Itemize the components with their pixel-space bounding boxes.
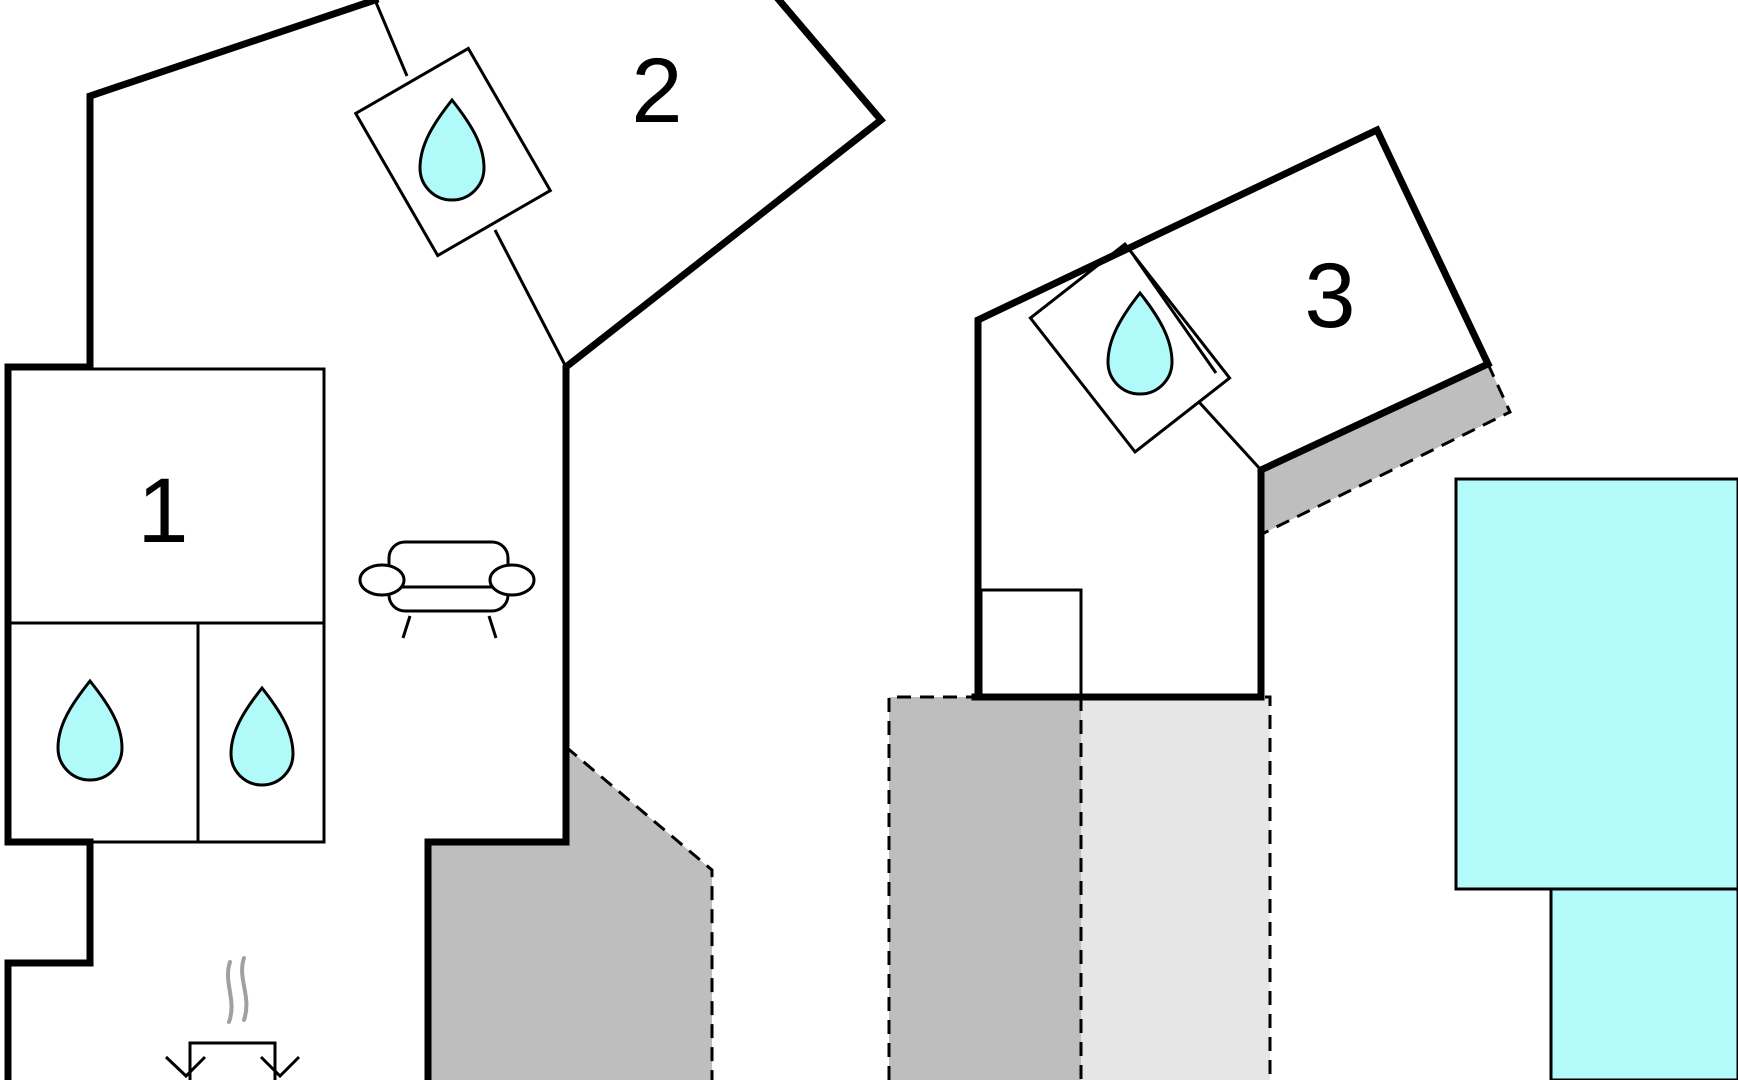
bedroom-2-wall-b xyxy=(493,229,568,368)
terraces xyxy=(428,363,1512,1080)
water-drop-icon xyxy=(229,685,295,787)
terrace-left-edge xyxy=(565,745,714,1080)
room-3-label: 3 xyxy=(1304,245,1355,347)
annex-wall-b xyxy=(1197,400,1263,472)
water-drop-icons xyxy=(56,97,1174,787)
bedroom-2-wall-a xyxy=(373,0,409,77)
room-2-label: 2 xyxy=(631,40,682,142)
terrace-center-edge xyxy=(887,695,1272,1080)
room-1-label: 1 xyxy=(137,460,188,562)
bathroom-1b xyxy=(196,621,326,844)
terrace-right-edge xyxy=(1263,363,1512,535)
sofa-icon xyxy=(358,540,536,639)
pool-upper xyxy=(1454,477,1738,891)
annex-outer-wall xyxy=(971,125,1493,701)
bathroom-3 xyxy=(1028,241,1232,455)
terrace-right xyxy=(1261,364,1510,533)
water-drop-icon xyxy=(56,678,124,782)
pool xyxy=(1454,477,1738,1080)
terrace-center-dark xyxy=(889,697,1081,1080)
terrace-center-light xyxy=(1081,697,1270,1080)
stove-icon xyxy=(164,956,301,1080)
house-main: 1 2 xyxy=(4,0,887,1080)
house-annex: 3 xyxy=(971,125,1493,701)
water-drop-icon xyxy=(418,97,486,202)
steam-icon xyxy=(240,956,249,1022)
house-main-outer-wall xyxy=(86,0,380,371)
house-main-east-wall xyxy=(424,0,887,1080)
steam-icon xyxy=(225,960,234,1024)
bathroom-2 xyxy=(353,46,553,258)
pool-lower xyxy=(1549,887,1738,1080)
annex-closet xyxy=(979,588,1083,699)
water-drop-icon xyxy=(1106,290,1174,396)
terrace-left xyxy=(428,747,712,1080)
